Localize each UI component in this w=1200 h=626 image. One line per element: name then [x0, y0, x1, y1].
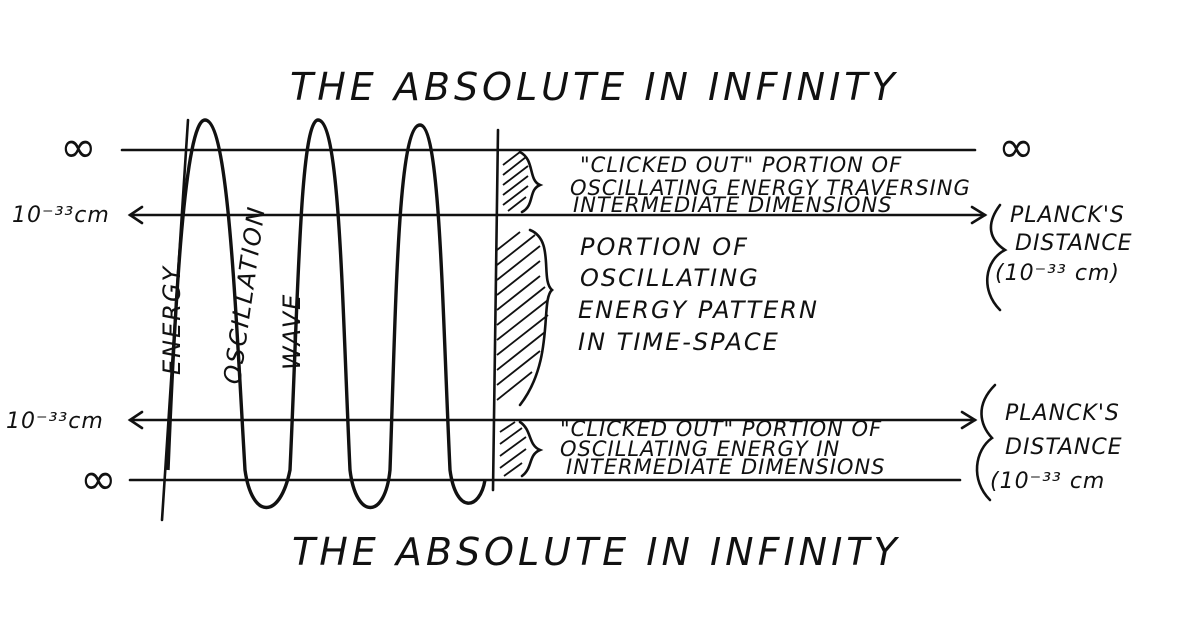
energy-label: ENERGY — [158, 264, 186, 375]
planck-lower-line2: DISTANCE — [1005, 435, 1123, 460]
oscillation-wave — [166, 118, 487, 510]
left-label-lower: 10⁻³³cm — [6, 409, 104, 434]
lower-note-line2: OSCILLATING ENERGY IN — [560, 437, 840, 461]
brace-upper-clicked — [518, 150, 544, 214]
time-space-boundary — [491, 128, 500, 492]
planck-lower-line3: (10⁻³³ cm — [990, 469, 1105, 494]
planck-upper-line1: PLANCK'S — [1010, 203, 1125, 228]
lower-note-line1: "CLICKED OUT" PORTION OF — [560, 417, 882, 441]
planck-upper-line2: DISTANCE — [1015, 231, 1133, 256]
left-label-upper: 10⁻³³cm — [12, 203, 110, 228]
hatch-upper-region — [502, 151, 529, 212]
upper-note-line2: OSCILLATING ENERGY TRAVERSING — [570, 176, 971, 200]
lower-note-line3: INTERMEDIATE DIMENSIONS — [566, 455, 886, 479]
infinity-symbol-top-left: ∞ — [60, 122, 98, 173]
planck-brace-upper — [986, 203, 1008, 312]
infinity-symbol-bottom-left: ∞ — [80, 454, 118, 505]
wave-label: WAVE — [278, 293, 306, 370]
time-space-line2: OSCILLATING — [580, 264, 760, 292]
planck-lower-line1: PLANCK'S — [1005, 401, 1120, 426]
title-top: THE ABSOLUTE IN INFINITY — [290, 65, 899, 109]
time-space-line1: PORTION OF — [580, 233, 749, 261]
planck-brace-lower — [975, 383, 997, 502]
upper-note-line1: "CLICKED OUT" PORTION OF — [580, 153, 902, 177]
infinity-symbol-top-right: ∞ — [998, 122, 1036, 173]
arrowhead-upper-right — [970, 205, 988, 225]
planck-upper-line3: (10⁻³³ cm) — [995, 261, 1120, 286]
hatch-lower-region — [499, 421, 527, 477]
arrowhead-lower-left — [127, 410, 144, 430]
time-space-line4: IN TIME-SPACE — [578, 328, 780, 356]
title-bottom: THE ABSOLUTE IN INFINITY — [292, 530, 901, 574]
oscillation-label: OSCILLATION — [218, 204, 271, 386]
arrowhead-upper-left — [127, 205, 144, 225]
upper-note-line3: INTERMEDIATE DIMENSIONS — [573, 193, 893, 217]
brace-time-space — [518, 228, 555, 407]
arrowhead-lower-right — [960, 410, 978, 430]
time-space-line3: ENERGY PATTERN — [578, 296, 819, 324]
hatch-middle-region — [496, 231, 549, 401]
brace-lower-clicked — [518, 420, 544, 478]
